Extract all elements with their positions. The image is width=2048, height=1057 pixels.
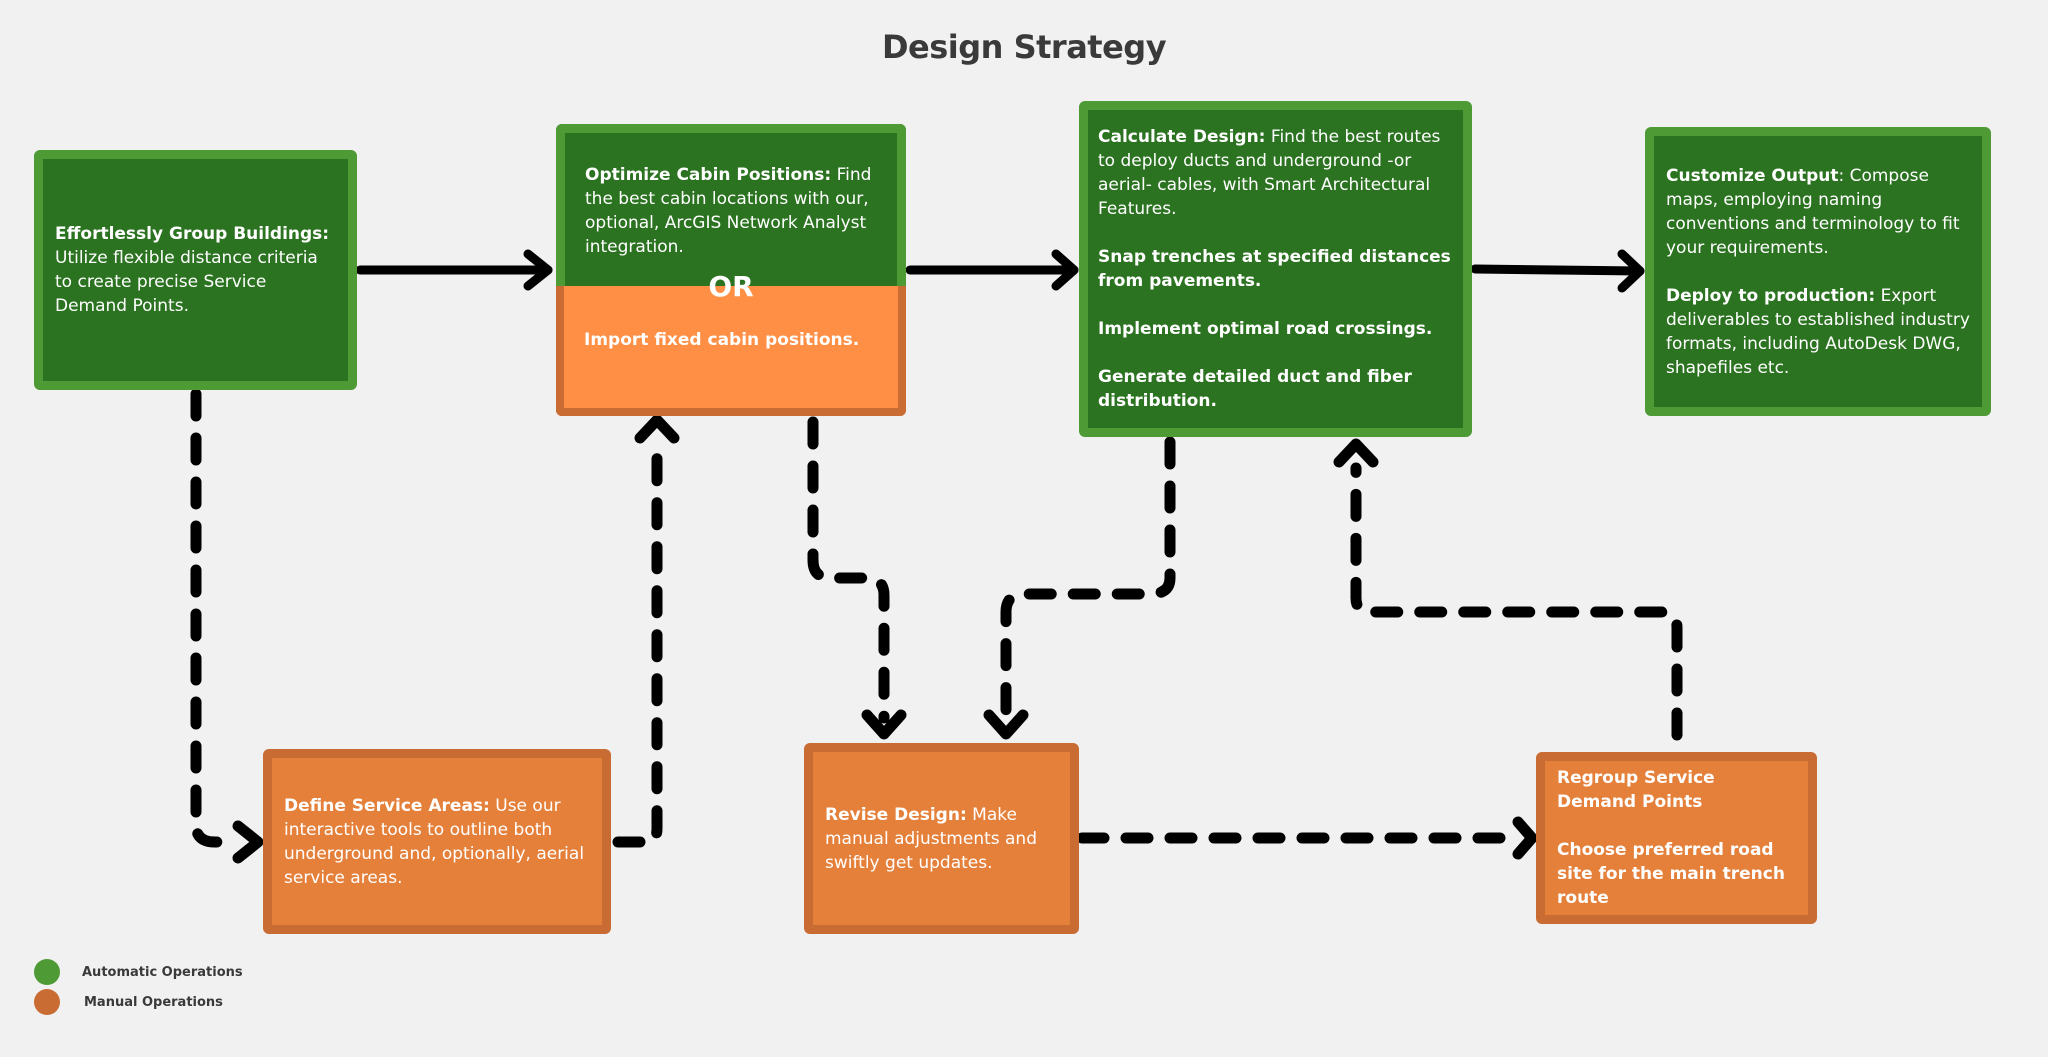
orange-dot-icon xyxy=(34,989,60,1015)
connector-service-areas-to-optimize xyxy=(612,434,663,848)
step-body: Find the best cabin locations with our, … xyxy=(585,165,872,257)
step-customize-output[interactable]: Customize Output: Compose maps, employin… xyxy=(1645,127,1991,416)
step-calculate-design[interactable]: Calculate Design: Find the best routes t… xyxy=(1079,101,1472,437)
diagram-title: Design Strategy xyxy=(881,28,1167,66)
step-body-2: Export deliverables to established indus… xyxy=(1666,285,1970,378)
arrowhead-calculate-bottom xyxy=(1333,438,1379,468)
step-point: Generate detailed duct and fiber distrib… xyxy=(1098,367,1412,411)
arrowhead-optimize-bottom xyxy=(634,414,680,444)
connector-optimize-to-calculate xyxy=(905,249,1079,291)
step-heading-2: Choose preferred road site for the main … xyxy=(1557,840,1785,908)
arrowhead-regroup xyxy=(1512,816,1538,860)
step-body: Find the best routes to deploy ducts and… xyxy=(1098,127,1441,219)
connector-regroup-to-calculate xyxy=(1350,462,1683,741)
or-separator: OR xyxy=(708,270,754,303)
step-optimize-cabins[interactable]: Optimize Cabin Positions: Find the best … xyxy=(556,124,906,416)
step-revise-design[interactable]: Revise Design: Make manual adjustments a… xyxy=(804,743,1079,934)
step-define-service-areas[interactable]: Define Service Areas: Use our interactiv… xyxy=(263,749,611,934)
arrowhead-revise-right xyxy=(983,709,1029,740)
step-point: Implement optimal road crossings. xyxy=(1098,319,1433,339)
step-heading: Customize Output xyxy=(1666,165,1839,186)
step-group-buildings[interactable]: Effortlessly Group Buildings: Utilize fl… xyxy=(34,150,357,390)
step-heading: Revise Design: xyxy=(825,804,967,825)
legend: Automatic Operations Manual Operations xyxy=(34,957,243,1017)
step-heading: Regroup Service Demand Points xyxy=(1557,768,1715,812)
legend-label: Automatic Operations xyxy=(82,964,243,980)
step-point: Snap trenches at specified distances fro… xyxy=(1098,247,1451,291)
step-heading: Define Service Areas: xyxy=(284,795,490,816)
step-body: Utilize flexible distance criteria to cr… xyxy=(55,248,318,316)
step-alternative: Import fixed cabin positions. xyxy=(584,330,860,350)
legend-item-automatic: Automatic Operations xyxy=(34,957,243,987)
connector-group-to-service-areas xyxy=(190,388,232,848)
legend-item-manual: Manual Operations xyxy=(34,987,243,1017)
step-heading: Calculate Design: xyxy=(1098,127,1266,147)
arrowhead-revise-left xyxy=(861,709,907,740)
step-heading-2: Deploy to production: xyxy=(1666,285,1876,306)
connector-calculate-to-revise xyxy=(1000,436,1176,724)
connector-group-to-optimize xyxy=(355,249,553,291)
step-body: Use our interactive tools to outline bot… xyxy=(284,795,585,888)
connector-calculate-to-customize xyxy=(1470,249,1645,293)
step-body: : Compose maps, employing naming convent… xyxy=(1666,165,1960,258)
step-regroup[interactable]: Regroup Service Demand Points Choose pre… xyxy=(1536,752,1817,924)
legend-label: Manual Operations xyxy=(84,994,223,1010)
import-cabins-manual: Import fixed cabin positions. xyxy=(556,286,906,416)
arrowhead-service-areas xyxy=(232,820,264,864)
step-heading: Optimize Cabin Positions: xyxy=(585,165,832,185)
connector-optimize-to-revise xyxy=(807,416,890,724)
optimize-cabins-automatic: Optimize Cabin Positions: Find the best … xyxy=(556,124,906,286)
step-heading: Effortlessly Group Buildings: xyxy=(55,224,330,244)
step-body: Make manual adjustments and swiftly get … xyxy=(825,804,1038,873)
green-dot-icon xyxy=(34,959,60,985)
